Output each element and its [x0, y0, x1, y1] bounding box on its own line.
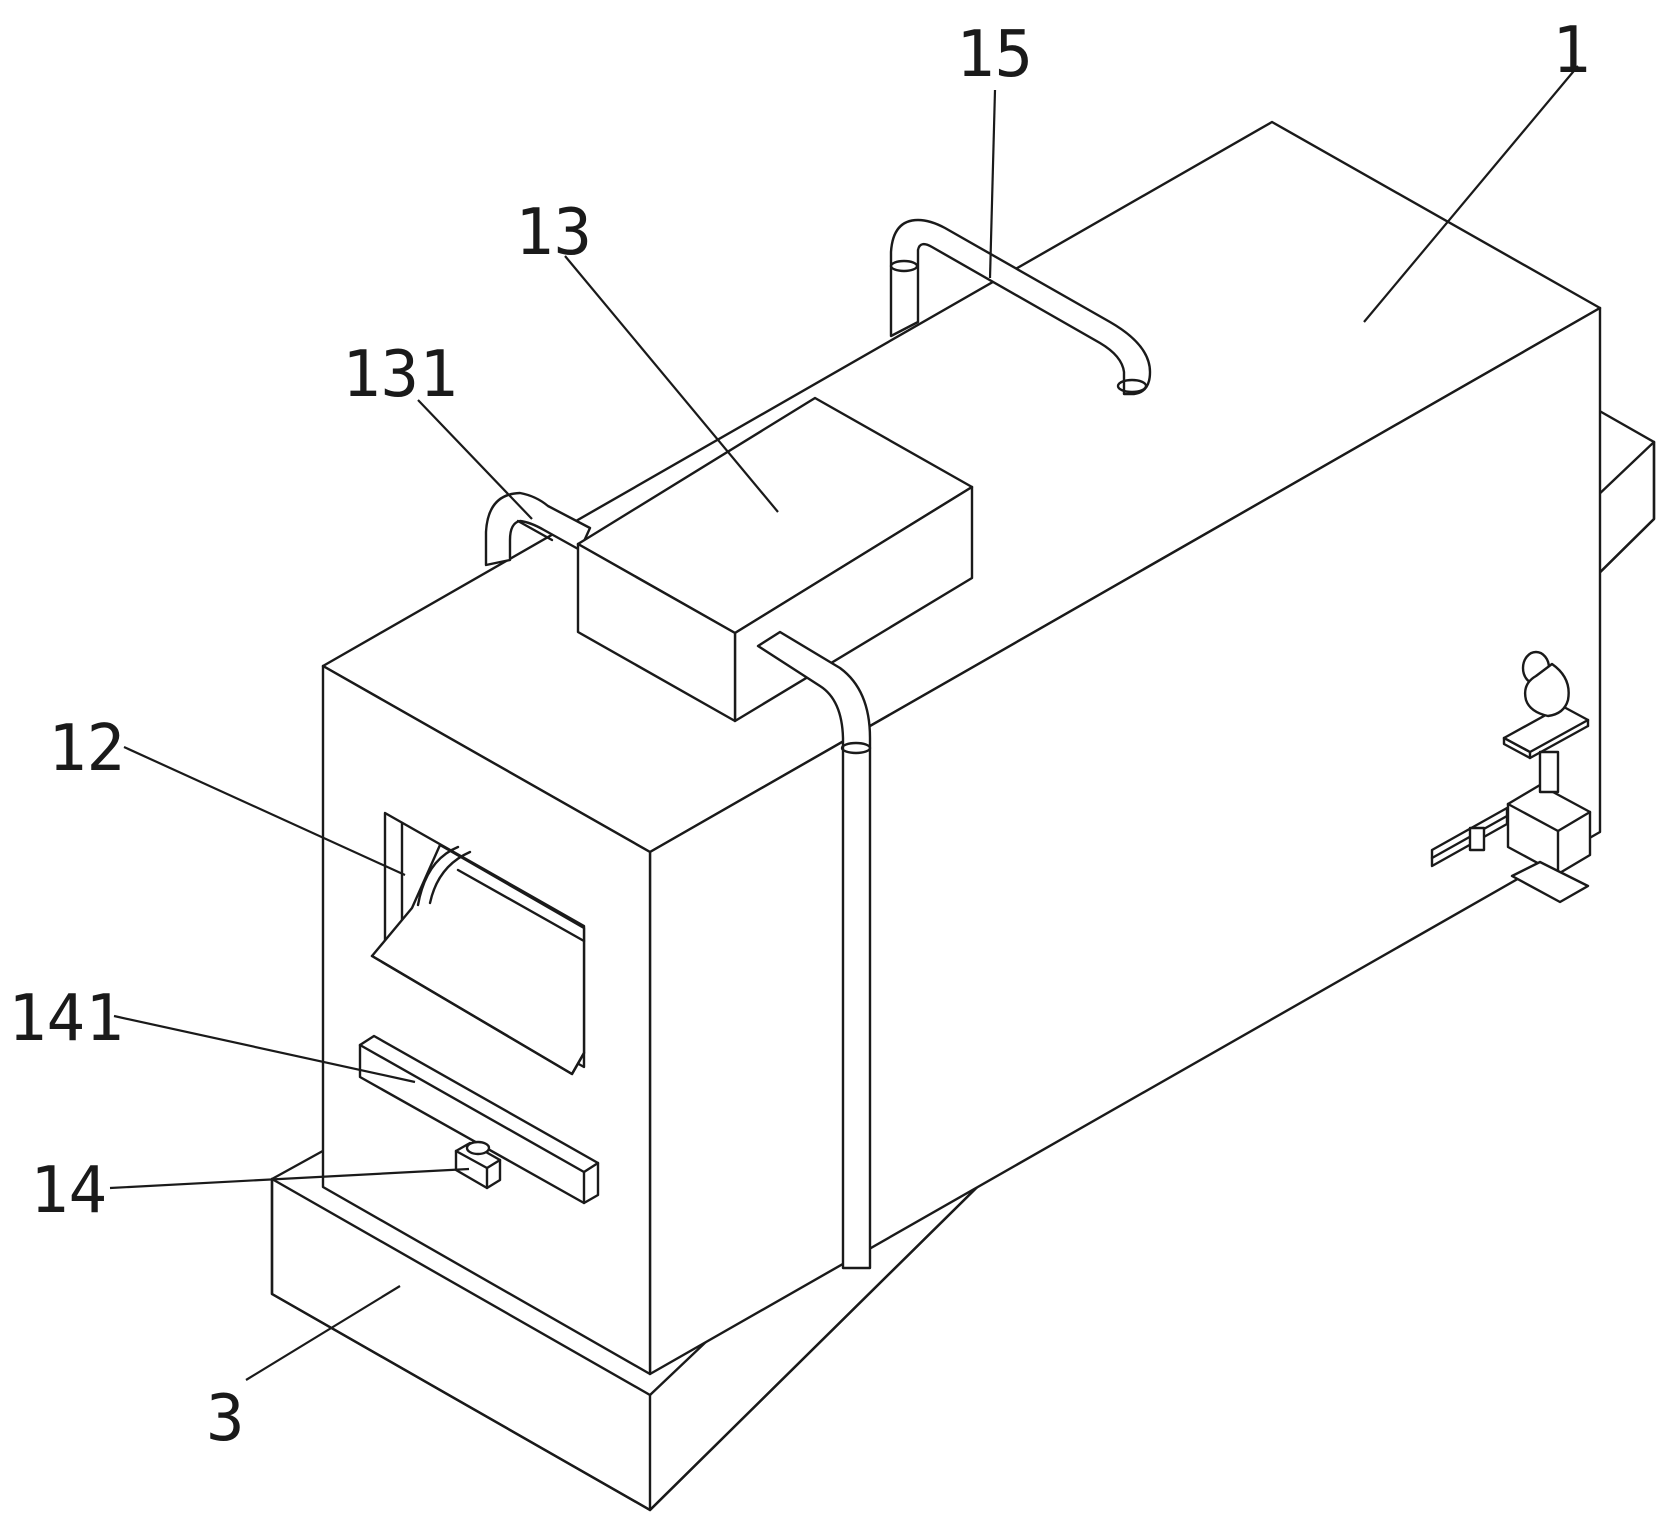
side-pipe	[756, 630, 872, 1270]
leader-3	[245, 1285, 401, 1381]
label-13: 13	[515, 196, 592, 270]
reference-numerals: 1 15 13 131 12 141 14 3	[8, 14, 1591, 1456]
label-14: 14	[30, 1154, 107, 1228]
leader-lines	[109, 65, 1579, 1381]
label-12: 12	[48, 712, 125, 786]
top-pipe	[889, 218, 1152, 396]
label-3: 3	[206, 1382, 245, 1456]
label-141: 141	[8, 982, 124, 1056]
leader-141	[113, 1014, 416, 1084]
leader-13	[564, 255, 779, 513]
leader-12	[123, 745, 406, 877]
tray	[358, 1034, 600, 1205]
main-body	[321, 120, 1602, 1376]
leader-131	[417, 399, 533, 520]
leader-1	[1363, 65, 1579, 323]
leader-15	[988, 89, 997, 279]
leader-14	[109, 1167, 470, 1190]
label-1: 1	[1552, 14, 1591, 88]
opening	[370, 811, 586, 1076]
label-15: 15	[956, 18, 1033, 92]
bottom-block	[454, 1140, 502, 1190]
label-131: 131	[342, 338, 458, 412]
slide-mechanism	[1430, 650, 1592, 904]
